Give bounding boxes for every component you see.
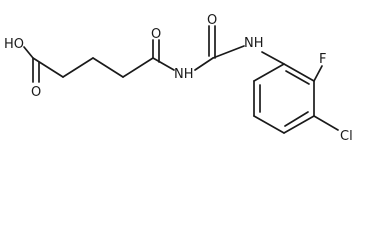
label-ketone-oxygen: O	[151, 27, 161, 42]
bond-nh2-ring	[261, 51, 285, 65]
molecule-svg: HO O O NH O NH F Cl	[4, 13, 353, 144]
bond-group	[23, 25, 339, 134]
label-aryl-nh: NH	[244, 36, 264, 51]
bond-ring-cl	[313, 115, 339, 131]
ring-inner-bond-b	[284, 111, 309, 127]
ring-bond-3	[283, 115, 315, 134]
bond-c1-oh	[23, 46, 34, 59]
label-hydroxyl: HO	[4, 37, 24, 52]
bond-c5-nh	[152, 57, 175, 71]
ring-inner-bond-a	[285, 70, 310, 85]
ring-bond-1	[283, 63, 315, 82]
bond-c3-c4	[92, 57, 124, 78]
label-amide-nh: NH	[174, 67, 194, 82]
bond-c2-c3	[62, 57, 94, 78]
label-fluorine: F	[319, 52, 326, 67]
ring-bond-4	[253, 115, 285, 134]
bond-c1-c2	[32, 57, 64, 78]
label-chlorine: Cl	[340, 129, 353, 144]
label-acid-oxygen: O	[31, 85, 41, 100]
ring-bond-6	[253, 63, 285, 82]
bond-c4-c5	[122, 57, 154, 78]
bond-ring-f	[313, 65, 323, 82]
bond-nh-c6	[194, 57, 214, 71]
bond-c6-nh2	[212, 45, 245, 59]
structure-diagram: HO O O NH O NH F Cl	[4, 13, 353, 144]
label-urea-oxygen: O	[207, 13, 217, 28]
atom-label-group: HO O O NH O NH F Cl	[4, 13, 353, 144]
